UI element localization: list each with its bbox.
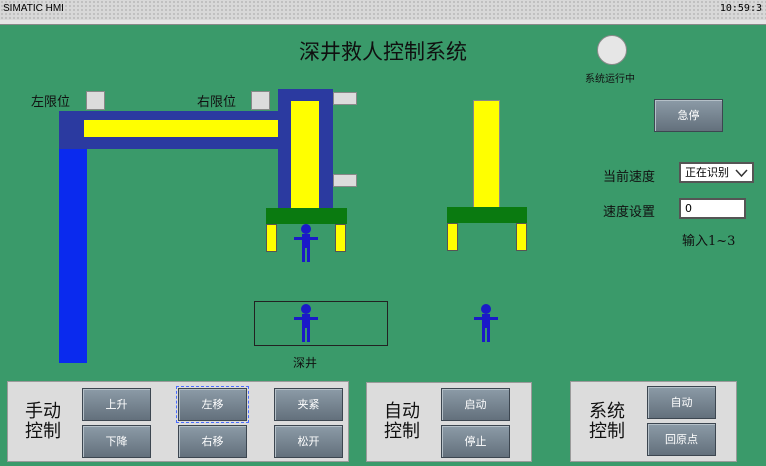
stop-button[interactable]: 停止 [441, 425, 510, 458]
vertical-column [59, 149, 87, 363]
clamp-button[interactable]: 夹紧 [274, 388, 343, 421]
auto-control-label: 自动 控制 [384, 401, 420, 442]
title-separator [0, 20, 766, 25]
person-grabbed-icon [294, 224, 318, 262]
gripper-left-finger [266, 224, 277, 252]
speed-setting-input[interactable] [679, 198, 746, 219]
current-speed-value: 正在识别 [685, 166, 729, 179]
left-limit-sensor [86, 91, 105, 110]
right-limit-sensor [251, 91, 270, 110]
horizontal-arm [84, 120, 294, 137]
emergency-stop-button[interactable]: 急停 [654, 99, 723, 132]
hmi-title-bar: SIMATIC HMI 10:59:3 [0, 0, 766, 21]
system-control-label: 系统 控制 [589, 401, 625, 442]
current-speed-select[interactable]: 正在识别 [679, 162, 754, 183]
auto-mode-button[interactable]: 自动 [647, 386, 716, 419]
system-running-indicator [597, 35, 627, 65]
page-title: 深井救人控制系统 [299, 40, 467, 64]
auto-gripper-right-finger [516, 223, 527, 251]
system-running-label: 系统运行中 [585, 74, 635, 85]
speed-setting-label: 速度设置 [603, 205, 656, 220]
upper-limit-sensor [333, 92, 357, 105]
well-label: 深井 [293, 356, 318, 370]
app-name: SIMATIC HMI [3, 3, 64, 14]
clock: 10:59:3 [719, 3, 762, 14]
chevron-down-icon [735, 169, 748, 177]
auto-lift-rod [473, 100, 500, 208]
lift-rod [291, 101, 319, 209]
down-button[interactable]: 下降 [82, 425, 151, 458]
person-auto-icon [474, 304, 498, 342]
return-home-button[interactable]: 回原点 [647, 423, 716, 456]
move-right-button[interactable]: 右移 [178, 425, 247, 458]
release-button[interactable]: 松开 [274, 425, 343, 458]
manual-control-label: 手动 控制 [25, 401, 61, 442]
gripper-right-finger [335, 224, 346, 252]
lower-limit-sensor [333, 174, 357, 187]
auto-gripper-base [447, 207, 527, 223]
start-button[interactable]: 启动 [441, 388, 510, 421]
move-left-button[interactable]: 左移 [176, 386, 249, 423]
gripper-base [266, 208, 347, 224]
speed-input-hint: 输入1~3 [682, 234, 736, 249]
up-button[interactable]: 上升 [82, 388, 151, 421]
auto-gripper-left-finger [447, 223, 458, 251]
person-in-well-icon [294, 304, 318, 342]
right-limit-label: 右限位 [197, 95, 237, 110]
current-speed-label: 当前速度 [603, 170, 656, 185]
left-limit-label: 左限位 [31, 95, 71, 110]
deep-well [254, 301, 388, 346]
